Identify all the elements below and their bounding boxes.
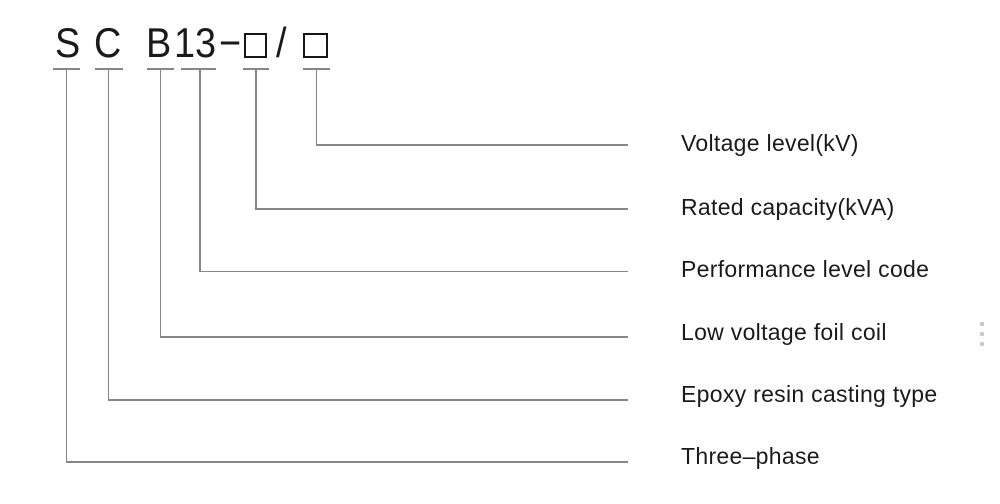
code-segment-c: C — [94, 19, 122, 66]
tick-under-capacity-box — [243, 67, 269, 70]
code-dash: − — [219, 19, 242, 66]
leader-vertical-performance — [199, 69, 201, 272]
code-segment-13: 13 — [173, 19, 216, 66]
tick-under-s — [53, 67, 80, 70]
leader-vertical-capacity — [255, 69, 257, 210]
tick-under-c — [94, 67, 123, 70]
leader-horizontal-voltage — [315, 144, 628, 146]
tick-under-13 — [181, 67, 216, 70]
placeholder-box-icon — [303, 33, 328, 58]
leader-horizontal-epoxy — [107, 399, 628, 401]
vertical-ellipsis-icon — [980, 322, 984, 348]
code-segment-b: B — [146, 19, 172, 66]
label-performance-code: Performance level code — [681, 256, 930, 282]
leader-horizontal-foil-coil — [159, 336, 628, 338]
placeholder-box-icon — [244, 33, 267, 58]
leader-vertical-epoxy — [107, 69, 110, 401]
tick-under-voltage-box — [303, 67, 330, 70]
leader-horizontal-three-phase — [65, 461, 628, 463]
label-epoxy-type: Epoxy resin casting type — [681, 381, 938, 407]
label-voltage-level: Voltage level(kV) — [681, 130, 859, 156]
label-three-phase: Three–phase — [681, 442, 820, 469]
code-slash: / — [276, 19, 287, 66]
leader-horizontal-capacity — [255, 208, 628, 210]
leader-vertical-voltage — [315, 69, 318, 146]
leader-vertical-foil-coil — [159, 69, 162, 338]
tick-under-b — [147, 67, 174, 70]
leader-horizontal-performance — [199, 270, 628, 272]
leader-vertical-three-phase — [65, 69, 68, 463]
label-rated-capacity: Rated capacity(kVA) — [681, 193, 895, 220]
label-foil-coil: Low voltage foil coil — [681, 318, 887, 345]
code-segment-s: S — [55, 19, 81, 66]
